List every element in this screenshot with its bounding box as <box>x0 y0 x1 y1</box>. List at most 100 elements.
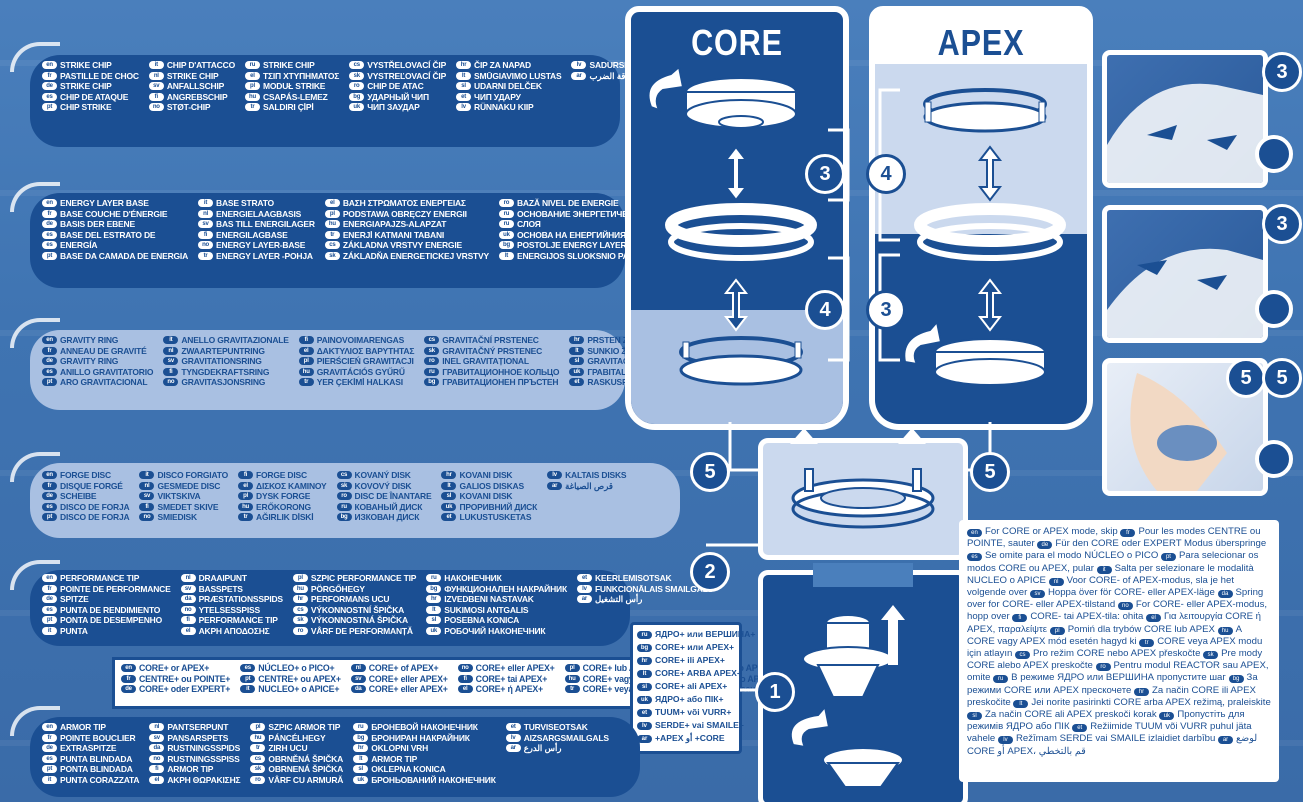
lang-text: AIZSARGSMAILGALS <box>523 732 609 743</box>
lang-text: FUNKCIONĀLAIS SMAILGALS <box>594 583 714 594</box>
step-3-core: 3 <box>805 154 845 194</box>
lang-code-badge: sl <box>569 357 585 366</box>
lang-code-badge: sk <box>292 616 308 625</box>
lang-code-badge: pt <box>42 513 57 522</box>
lang-code-badge: fr <box>42 733 57 742</box>
lang-code-badge: lt <box>498 251 514 260</box>
lang-code-badge: nl <box>1048 577 1064 586</box>
lang-text: GRAVITATIONSRING <box>181 356 262 366</box>
lang-code-badge: es <box>967 553 982 562</box>
lang-code-badge: pt <box>42 616 57 625</box>
step-2: 2 <box>690 552 730 592</box>
info-text: Jei norite pasirinkti CORE arba APEX rež… <box>1031 696 1271 708</box>
info-text: За режими CORE или APEX прескочете <box>967 672 1258 696</box>
lang-code-badge: bg <box>424 378 440 387</box>
lang-code-badge: el <box>180 626 196 635</box>
lang-code-badge: et <box>456 92 472 101</box>
apex-lower-area <box>875 234 1087 424</box>
step-5-right: 5 <box>970 452 1010 492</box>
core-panel: CORE <box>625 6 849 430</box>
lang-code-badge: sv <box>148 82 164 91</box>
lang-text: PONTA BLINDADA <box>60 764 133 774</box>
lang-text: OKLEPNA KONICA <box>371 764 446 774</box>
lang-text: قرص الصياغة <box>565 480 613 491</box>
lang-code-badge: et <box>569 378 585 387</box>
lang-text: SUNKIO ŽIEDAS <box>587 345 652 356</box>
lang-text: POSEBNA KONICA <box>444 615 520 625</box>
lang-code-badge: uk <box>426 626 442 635</box>
lang-code-badge: fr <box>1120 529 1136 537</box>
lang-text: БРОНИРАН НАКРАЙНИК <box>371 732 470 743</box>
lang-text: ENERJİ KATMANI TABANI <box>342 229 445 240</box>
lang-code-badge: ro <box>498 199 514 208</box>
lang-code-badge: fr <box>42 584 57 593</box>
lang-code-badge: sl <box>441 492 457 501</box>
info-text: Pour les modes CENTRE ou POINTE, sauter <box>967 526 1261 550</box>
lang-code-badge: de <box>42 220 57 229</box>
lang-text: ARMOR TIP <box>60 722 106 732</box>
lang-code-badge: hu <box>564 674 580 683</box>
info-text: A CORE vagy APEX mód esetén hagyd ki <box>967 623 1242 647</box>
lang-text: ENERGIJOS SLUOKSNIO PAGRINDAS <box>516 250 667 261</box>
lang-code-badge: uk <box>353 775 369 784</box>
lang-text: STØT-CHIP <box>166 102 211 112</box>
lang-text: CORE+ veya APEX+ <box>582 684 664 695</box>
lang-code-badge: no <box>139 513 155 522</box>
lang-code-badge: hu <box>250 733 266 742</box>
lang-text: CHIP D'ATTACCO <box>166 60 235 70</box>
lang-code-badge: hr <box>441 471 457 480</box>
lang-text: PANTSERPUNT <box>167 722 229 732</box>
info-text: Pomiń dla trybów CORE lub APEX <box>1067 623 1218 635</box>
lang-code-badge: bg <box>349 92 365 101</box>
info-text: For CORE- eller APEX-modus, hopp over <box>967 599 1268 623</box>
lang-text: ΤΣΙΠ ΧΤΥΠΗΜΑΤΟΣ <box>262 70 340 81</box>
lang-text: ΔΑΚΤΥΛΙΟΣ ΒΑΡΥΤΗΤΑΣ <box>316 345 415 356</box>
lang-text: POINTE BOUCLIER <box>60 732 136 743</box>
lang-code-badge: es <box>42 605 57 614</box>
lang-code-badge: hu <box>1217 626 1233 635</box>
lang-code-badge: tr <box>238 513 254 522</box>
lang-code-badge: pl <box>1049 626 1065 635</box>
lang-code-badge: fi <box>149 765 165 774</box>
lang-text: ZIRH UCU <box>268 743 308 753</box>
lang-text: OBRNENÁ ŠPIČKA <box>268 764 344 774</box>
lang-code-badge: en <box>42 723 57 732</box>
lang-code-badge: sl <box>637 682 652 691</box>
lang-code-badge: lv <box>505 733 521 742</box>
lang-code-badge: uk <box>498 230 514 239</box>
lang-text: PONTA DE DESEMPENHO <box>60 615 162 625</box>
lang-text: BAZĂ NIVEL DE ENERGIE <box>516 198 619 208</box>
lang-code-badge: ar <box>505 744 521 753</box>
